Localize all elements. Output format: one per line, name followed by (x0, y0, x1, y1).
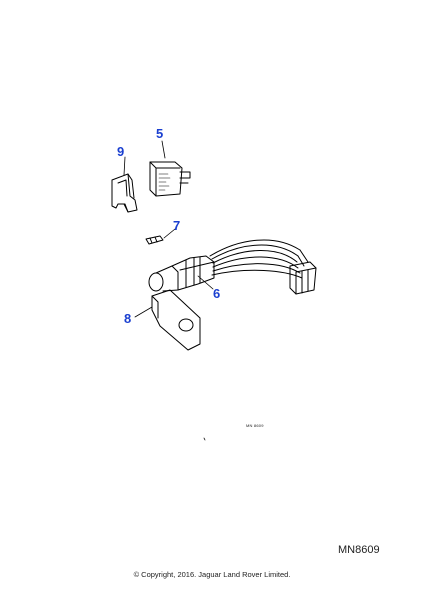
diagram-code: MN8609 (338, 544, 380, 556)
leader-lines (123, 140, 214, 318)
clip-bracket-part-9 (111, 173, 138, 213)
callout-7: 7 (173, 218, 181, 233)
bulb-part-7 (145, 235, 164, 245)
diagram-reference-mark: MN 8609 (246, 423, 264, 428)
mounting-plate-part-8 (151, 289, 201, 351)
callout-9: 9 (117, 144, 125, 159)
callout-8: 8 (124, 311, 132, 326)
switch-harness-part-6 (148, 239, 317, 295)
relay-unit-part-5 (149, 161, 191, 197)
callout-6: 6 (213, 286, 221, 301)
copyright-notice: © Copyright, 2016. Jaguar Land Rover Lim… (133, 570, 291, 579)
callout-5: 5 (156, 126, 164, 141)
